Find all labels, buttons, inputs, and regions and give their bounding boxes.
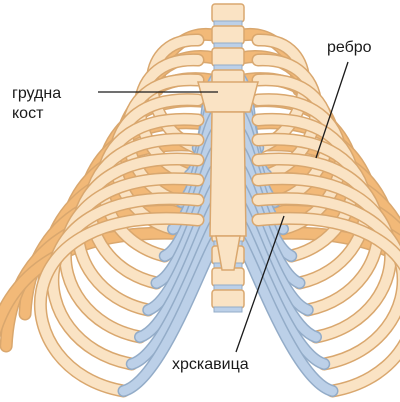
sternum-label-line2: кост — [12, 104, 43, 123]
sternum-body — [210, 112, 246, 236]
vertebra — [212, 26, 244, 44]
sternum-label-line1: грудна — [12, 84, 61, 103]
rib-label: ребро — [327, 38, 372, 57]
vertebra — [212, 48, 244, 66]
manubrium — [198, 82, 258, 112]
intervertebral-disc — [214, 307, 242, 312]
vertebra — [212, 4, 244, 22]
vertebra — [212, 290, 244, 308]
cartilage-label: хрскавица — [172, 355, 249, 374]
